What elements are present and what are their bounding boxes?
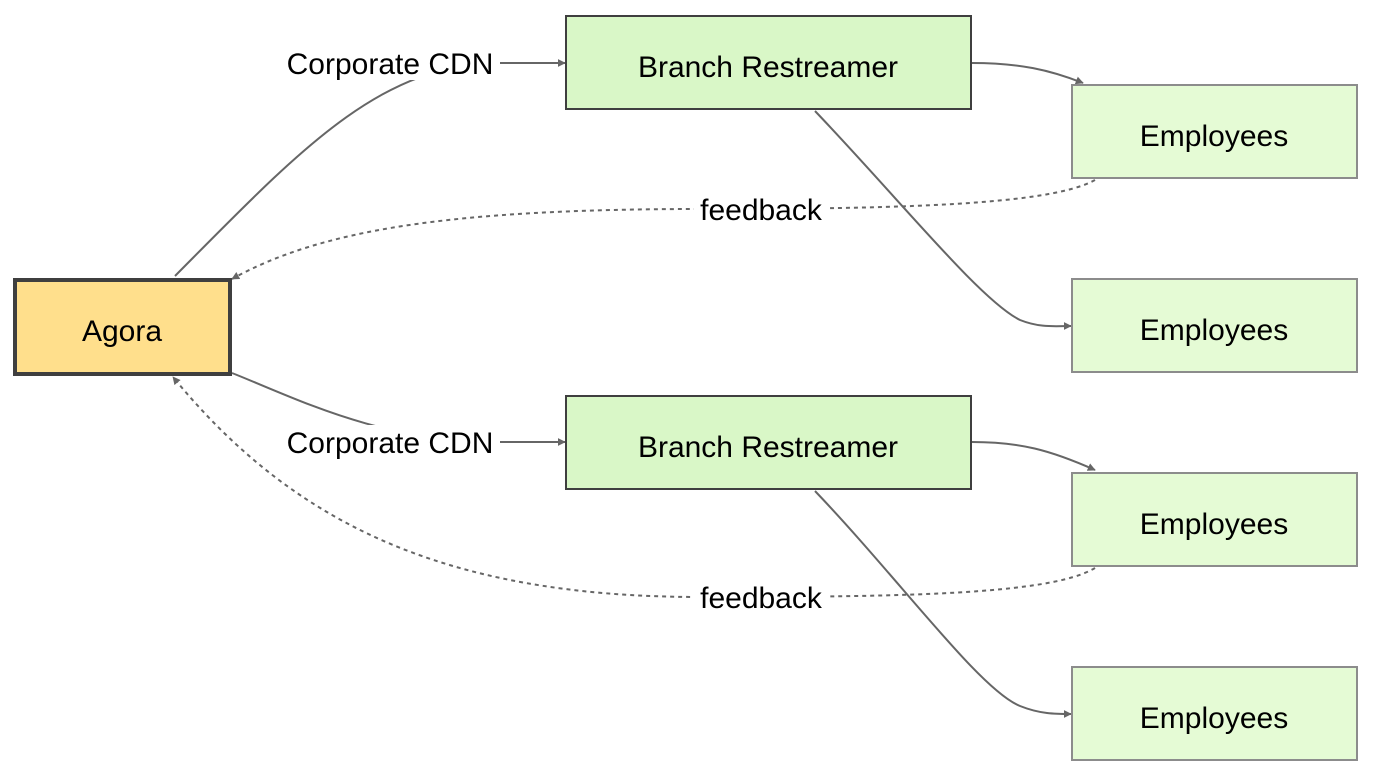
svg-text:Employees: Employees	[1140, 120, 1288, 153]
edge-label-cdn-2: Corporate CDN	[280, 425, 500, 460]
node-employees-4[interactable]: Employees	[1071, 666, 1358, 761]
edge-cdn-1	[174, 59, 566, 277]
svg-text:Employees: Employees	[1140, 508, 1288, 541]
svg-text:Corporate CDN: Corporate CDN	[287, 427, 494, 460]
svg-text:Branch Restreamer: Branch Restreamer	[638, 51, 898, 84]
svg-text:Employees: Employees	[1140, 702, 1288, 735]
svg-text:Corporate CDN: Corporate CDN	[287, 48, 494, 81]
edge-label-feedback-2: feedback	[694, 581, 828, 615]
svg-text:Branch Restreamer: Branch Restreamer	[638, 431, 898, 464]
edge-restreamer-2-employees-3	[971, 441, 1096, 471]
svg-text:feedback: feedback	[700, 582, 823, 615]
node-employees-3[interactable]: Employees	[1071, 472, 1358, 567]
edge-label-feedback-1: feedback	[694, 193, 828, 227]
node-branch-restreamer-1[interactable]: Branch Restreamer	[565, 15, 972, 110]
svg-text:Agora: Agora	[82, 315, 162, 348]
node-employees-1[interactable]: Employees	[1071, 84, 1358, 179]
edge-feedback-2	[172, 376, 1096, 599]
edge-feedback-1	[231, 179, 1096, 280]
svg-text:feedback: feedback	[700, 194, 823, 227]
edge-restreamer-1-employees-2	[814, 110, 1072, 331]
edge-restreamer-2-employees-4	[814, 490, 1072, 718]
node-agora[interactable]: Agora	[13, 278, 232, 376]
node-branch-restreamer-2[interactable]: Branch Restreamer	[565, 395, 972, 490]
svg-text:Employees: Employees	[1140, 314, 1288, 347]
edge-restreamer-1-employees-1	[971, 62, 1084, 85]
edge-label-cdn-1: Corporate CDN	[280, 46, 500, 81]
node-employees-2[interactable]: Employees	[1071, 278, 1358, 373]
